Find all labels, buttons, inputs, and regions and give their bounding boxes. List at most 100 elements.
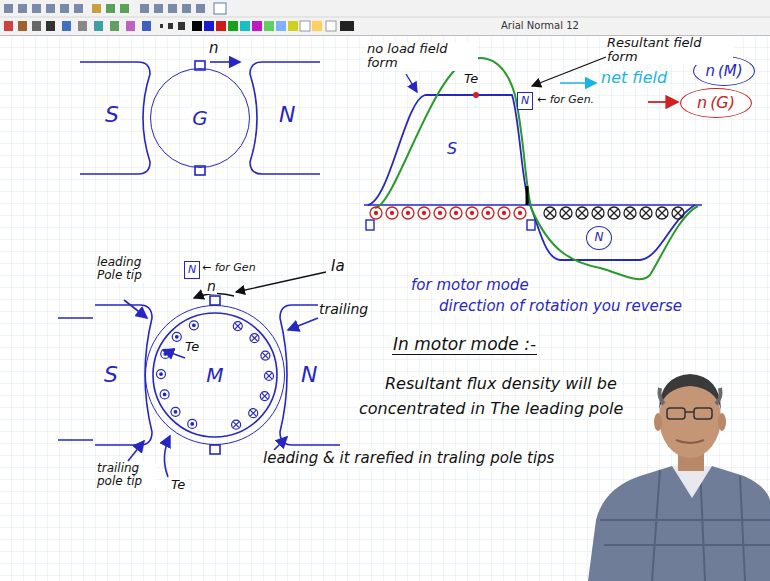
- conductor-dot: [402, 207, 414, 219]
- handwritten-note: trailing pole tip: [96, 462, 156, 488]
- conductor-cross: [560, 207, 572, 219]
- toolbar: [74, 4, 83, 13]
- handwritten-note: ← for Gen.: [536, 94, 595, 106]
- toolbar: [228, 21, 238, 31]
- presenter-photo: [600, 466, 770, 581]
- handwritten-note: Resultant field form: [606, 36, 733, 65]
- conductor-dot: [191, 423, 194, 426]
- presenter-photo: [716, 388, 721, 404]
- node-text: (G): [710, 94, 735, 112]
- generator-sketch: [80, 61, 320, 175]
- motor-sketch: [153, 313, 277, 437]
- conductor-dot: [503, 212, 506, 215]
- toolbar: [192, 21, 202, 31]
- conductor-dot: [487, 212, 490, 215]
- presenter-photo: [667, 408, 685, 419]
- boxed-pole: N: [184, 261, 200, 279]
- motor-sketch: [58, 317, 93, 319]
- conductor-cross: [578, 209, 586, 217]
- conductor-dot: [164, 353, 167, 356]
- conductor-dot: [439, 212, 442, 215]
- toolbar: [0, 0, 770, 36]
- conductor-dot: [450, 207, 462, 219]
- handwritten-note: leading Pole tip: [96, 256, 150, 282]
- conductor-dot: [455, 212, 458, 215]
- conductor-cross: [656, 207, 668, 219]
- motor-sketch: [274, 437, 287, 450]
- node-text: G: [190, 107, 210, 129]
- handwritten-note: Resultant flux density will be: [384, 375, 618, 393]
- conductor-dot: [418, 207, 430, 219]
- conductor-cross: [624, 207, 636, 219]
- presenter-photo: [694, 408, 712, 419]
- handwritten-note: direction of rotation you reverse: [438, 298, 683, 315]
- toolbar: [288, 21, 298, 31]
- toolbar: [168, 4, 177, 13]
- toolbar: [154, 4, 163, 13]
- handwritten-note: leading & it rarefied in traling pole ti…: [262, 450, 555, 467]
- toolbar: [32, 4, 41, 13]
- conductor-dot: [386, 207, 398, 219]
- node-text: N: [521, 95, 529, 107]
- conductor-cross: [250, 410, 256, 416]
- field-plot: [364, 57, 702, 279]
- handwritten-note: net field: [600, 69, 668, 87]
- conductor-cross: [262, 353, 268, 359]
- conductor-cross: [235, 323, 241, 329]
- handwritten-note: S: [446, 140, 458, 158]
- conductor-dot: [434, 207, 446, 219]
- conductor-cross: [658, 209, 666, 217]
- conductor-dot: [370, 207, 382, 219]
- toolbar: [60, 4, 69, 13]
- toolbar: [204, 21, 214, 31]
- toolbar: [4, 21, 13, 31]
- conductor-cross: [674, 209, 682, 217]
- conductor-cross: [608, 207, 620, 219]
- circled-pole: N: [586, 226, 612, 250]
- node-text: M: [204, 364, 225, 386]
- node-text: N: [595, 231, 604, 244]
- handwritten-note: n: [206, 279, 217, 294]
- toolbar: [340, 21, 354, 31]
- conductor-cross: [266, 373, 272, 379]
- toolbar: [178, 22, 185, 30]
- motor-sketch: [236, 272, 326, 292]
- conductor-cross: [260, 392, 269, 401]
- presenter-photo: [654, 413, 662, 431]
- conductor-cross: [262, 393, 268, 399]
- grid-paper: [0, 36, 770, 581]
- generator-sketch: [210, 61, 240, 63]
- toolbar: [18, 4, 27, 13]
- conductor-cross: [250, 334, 259, 343]
- toolbar: [182, 4, 191, 13]
- presenter-photo: [718, 413, 726, 431]
- motor-sketch: [164, 436, 170, 477]
- conductor-dot: [157, 370, 166, 379]
- conductor-dot: [163, 393, 166, 396]
- toolbar: [4, 3, 226, 14]
- conductor-cross: [642, 209, 650, 217]
- toolbar: [106, 4, 115, 13]
- motor-sketch: [210, 445, 220, 454]
- conductor-dot: [519, 212, 522, 215]
- conductor-dot: [482, 207, 494, 219]
- toolbar: [4, 4, 13, 13]
- toolbar: [312, 21, 322, 31]
- presenter-photo: [588, 466, 770, 581]
- conductor-dot: [466, 207, 478, 219]
- conductor-dot: [160, 390, 169, 399]
- toolbar: [78, 21, 87, 31]
- field-plot: [375, 58, 698, 279]
- toolbar: [168, 23, 173, 29]
- motor-sketch: [95, 305, 152, 445]
- toolbar: [46, 4, 55, 13]
- generator-sketch: [80, 62, 150, 174]
- toolbar: [276, 21, 286, 31]
- toolbar: [214, 3, 226, 14]
- field-plot: [648, 101, 678, 103]
- generator-sketch: [250, 62, 320, 174]
- conductor-cross: [592, 207, 604, 219]
- conductor-cross: [249, 409, 258, 418]
- toolbar: [240, 21, 250, 31]
